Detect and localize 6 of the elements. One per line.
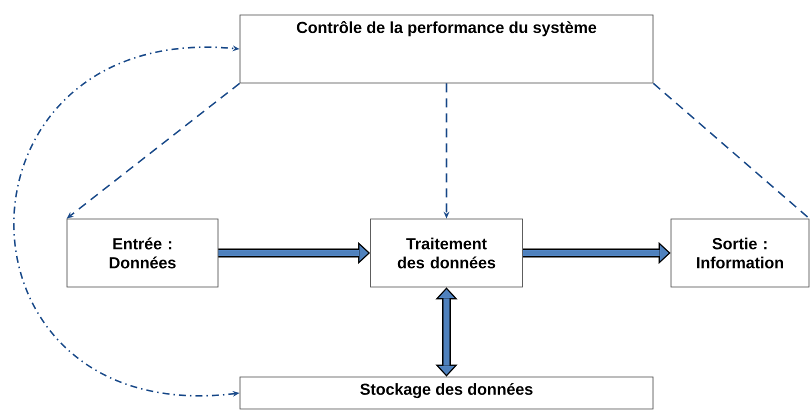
- process-box: Stockage des données: [240, 376, 654, 410]
- dashed-line: [652, 82, 810, 220]
- process-box: Traitement des données: [370, 218, 523, 288]
- process-box: Entrée : Données: [66, 218, 218, 288]
- process-box: Contrôle de la performance du système: [240, 14, 654, 84]
- process-box: Sortie : Information: [670, 218, 810, 288]
